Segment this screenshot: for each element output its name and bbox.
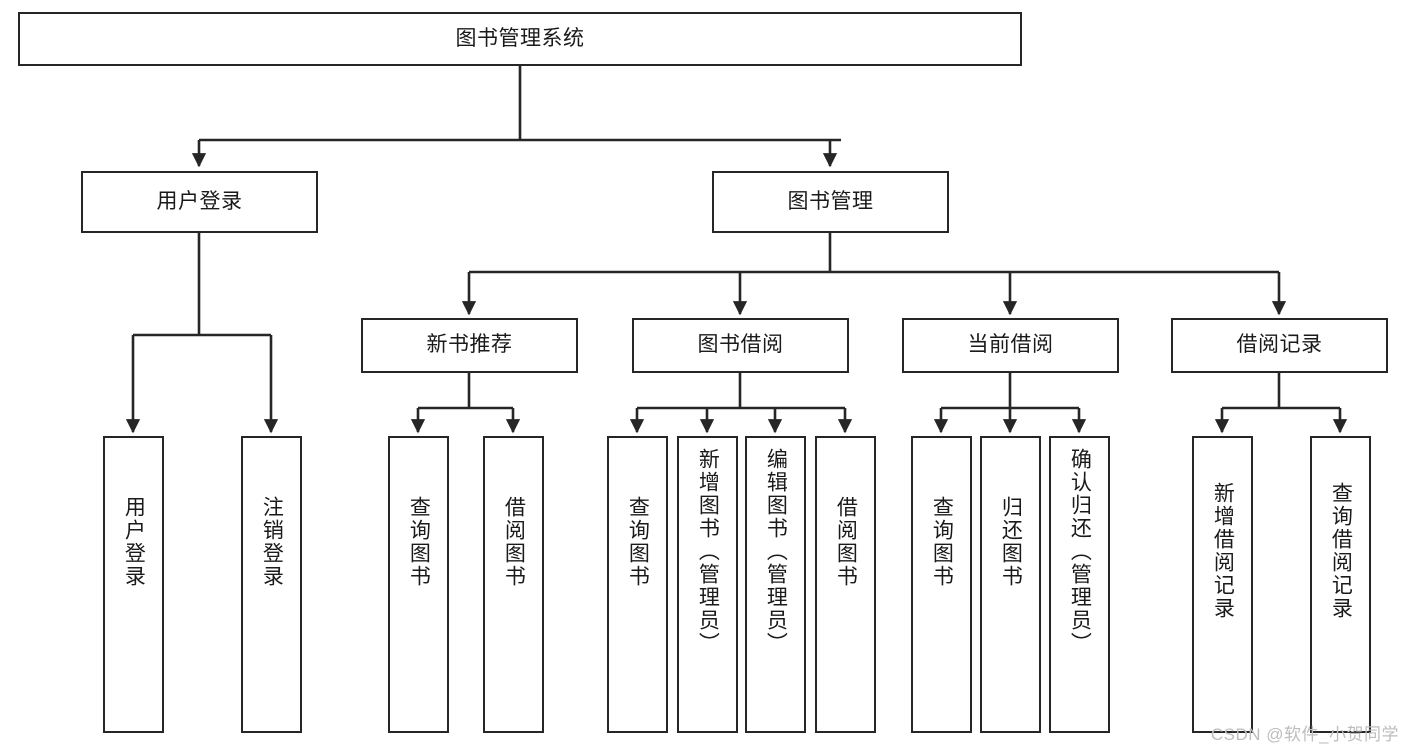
node-label: 查询图书: [626, 496, 650, 588]
node-leaf-confirm-return[interactable]: 确认归还（管理员）: [1049, 436, 1110, 733]
node-label: 图书管理系统: [455, 26, 585, 50]
node-label: 图书管理: [787, 189, 874, 213]
node-label: 查询图书: [407, 496, 431, 588]
node-label: 归还图书: [999, 496, 1023, 588]
node-label: 借阅图书: [834, 496, 858, 588]
node-label: 查询借阅记录: [1329, 482, 1353, 620]
node-current-borrow[interactable]: 当前借阅: [902, 318, 1119, 373]
node-new-book-recommend[interactable]: 新书推荐: [361, 318, 578, 373]
node-leaf-user-login[interactable]: 用户登录: [103, 436, 164, 733]
node-leaf-add-record[interactable]: 新增借阅记录: [1192, 436, 1253, 733]
node-label: 用户登录: [156, 189, 243, 213]
node-label: 注销登录: [260, 496, 284, 588]
node-leaf-query-book-3[interactable]: 查询图书: [911, 436, 972, 733]
node-leaf-borrow-book-2[interactable]: 借阅图书: [815, 436, 876, 733]
node-label: 新增图书（管理员）: [696, 448, 720, 655]
node-label: 当前借阅: [967, 333, 1054, 357]
node-label: 新书推荐: [426, 333, 513, 357]
node-label: 借阅记录: [1236, 333, 1323, 357]
node-leaf-borrow-book-1[interactable]: 借阅图书: [483, 436, 544, 733]
node-leaf-query-book-2[interactable]: 查询图书: [607, 436, 668, 733]
node-book-borrow[interactable]: 图书借阅: [632, 318, 849, 373]
node-label: 查询图书: [930, 496, 954, 588]
node-user-login[interactable]: 用户登录: [81, 171, 318, 233]
node-leaf-logout[interactable]: 注销登录: [241, 436, 302, 733]
node-label: 用户登录: [122, 496, 146, 588]
node-root-book-management-system[interactable]: 图书管理系统: [18, 12, 1022, 66]
node-leaf-edit-book[interactable]: 编辑图书（管理员）: [745, 436, 806, 733]
node-label: 图书借阅: [697, 333, 784, 357]
node-borrow-record[interactable]: 借阅记录: [1171, 318, 1388, 373]
node-leaf-query-record[interactable]: 查询借阅记录: [1310, 436, 1371, 733]
node-label: 借阅图书: [502, 496, 526, 588]
node-leaf-return-book[interactable]: 归还图书: [980, 436, 1041, 733]
node-book-management[interactable]: 图书管理: [712, 171, 949, 233]
node-leaf-add-book[interactable]: 新增图书（管理员）: [677, 436, 738, 733]
node-label: 编辑图书（管理员）: [764, 448, 788, 655]
node-leaf-query-book-1[interactable]: 查询图书: [388, 436, 449, 733]
node-label: 确认归还（管理员）: [1068, 448, 1092, 655]
node-label: 新增借阅记录: [1211, 482, 1235, 620]
